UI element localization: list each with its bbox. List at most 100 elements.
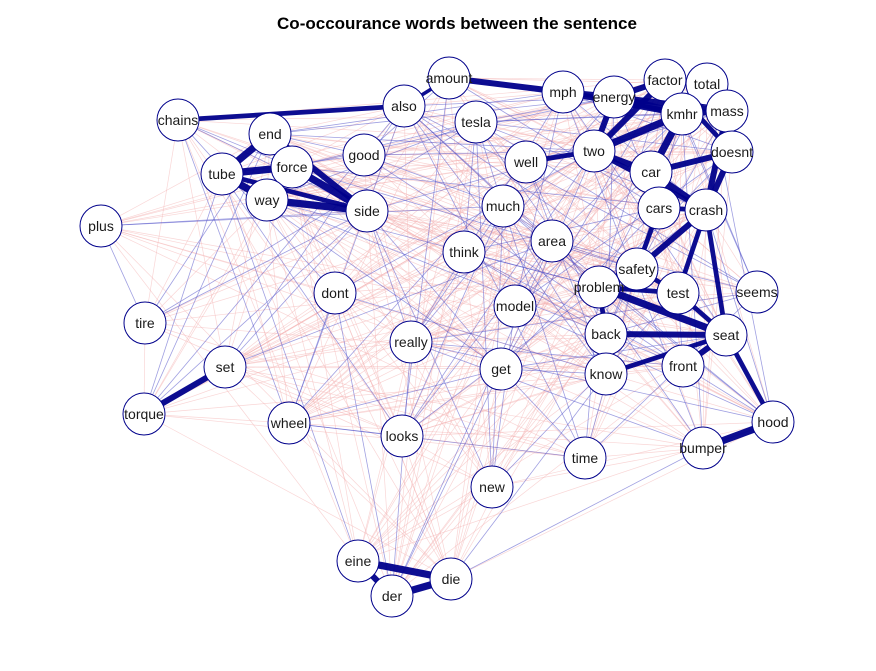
medium-edge [363,150,595,156]
node-label: tube [208,166,235,182]
node-label: plus [88,218,114,234]
medium-edge [291,121,477,168]
node-circle [584,352,628,396]
node-test: test [656,271,700,315]
weak-edge [269,105,405,135]
node-circle [493,284,537,328]
weak-edge [100,225,359,562]
medium-edge [363,154,504,207]
medium-edge [491,292,679,488]
node-circle [751,400,795,444]
medium-edge [224,210,368,368]
node-torque: torque [122,392,166,436]
weak-edge [502,205,607,335]
node-label: area [538,233,566,249]
medium-edge [491,305,516,488]
weak-edge [288,150,595,424]
node-label: much [486,198,520,214]
weak-edge [363,154,660,209]
node-circle [661,344,705,388]
node-circle [380,414,424,458]
node-kmhr: kmhr [660,92,704,136]
node-factor: factor [643,58,687,102]
node-circle [481,184,525,228]
node-circle [504,140,548,184]
node-label: crash [689,202,723,218]
node-label: der [382,588,403,604]
weak-edge [224,366,403,437]
edge-tube-side [221,171,368,214]
node-circle [615,247,659,291]
weak-edge [100,225,502,370]
weak-edge [143,413,586,459]
medium-edge [224,240,553,368]
node-label: kmhr [666,106,697,122]
weak-edge [100,166,293,227]
node-plus: plus [79,204,123,248]
node-problem: problem [574,265,625,309]
weak-edge [502,171,652,207]
weak-edge [269,133,607,375]
node-time: time [563,436,607,480]
node-eine: eine [336,539,380,583]
weak-edge [391,333,607,597]
node-label: torque [124,406,164,422]
node-tube: tube [200,152,244,196]
node-seems: seems [735,270,779,314]
node-circle [313,271,357,315]
node-label: know [590,366,624,382]
medium-edge [366,210,502,370]
node-label: seat [713,327,740,343]
medium-edge [403,105,586,459]
weak-edge [266,199,493,488]
medium-edge [288,422,586,459]
node-label: problem [574,279,625,295]
node-label: front [669,358,697,374]
node-circle [370,574,414,618]
weak-edge [144,119,179,324]
medium-edge [366,210,412,343]
node-label: mass [710,103,743,119]
node-label: back [591,326,622,342]
weak-edge [401,435,452,580]
node-model: model [493,284,537,328]
medium-edge [401,205,504,437]
weak-edge [448,77,465,253]
node-label: safety [618,261,655,277]
weak-edge [177,119,452,580]
node-safety: safety [615,247,659,291]
node-label: get [491,361,511,377]
medium-edge [514,151,733,307]
node-label: end [258,126,281,142]
node-label: well [513,154,538,170]
weak-edge [391,486,493,597]
node-circle [454,100,498,144]
node-know: know [584,352,628,396]
node-label: mph [549,84,576,100]
node-circle [479,347,523,391]
node-also: also [382,84,426,128]
node-circle [382,84,426,128]
node-circle [704,313,748,357]
weak-edge [143,413,290,424]
node-doesnt: doesnt [710,130,754,174]
node-label: really [394,334,427,350]
node-circle [245,178,289,222]
medium-edge [401,77,450,437]
node-label: test [667,285,690,301]
node-circle [637,186,681,230]
node-circle [267,401,311,445]
medium-edge [334,150,595,294]
medium-edge [291,166,638,270]
weak-edge [143,251,465,415]
node-circle [389,320,433,364]
node-label: good [348,147,379,163]
edge-also-chains [177,103,405,123]
medium-edge [177,119,290,424]
node-get: get [479,347,523,391]
node-label: hood [757,414,788,430]
weak-edge [224,366,452,580]
node-wheel: wheel [267,401,311,445]
weak-edge [266,199,607,375]
